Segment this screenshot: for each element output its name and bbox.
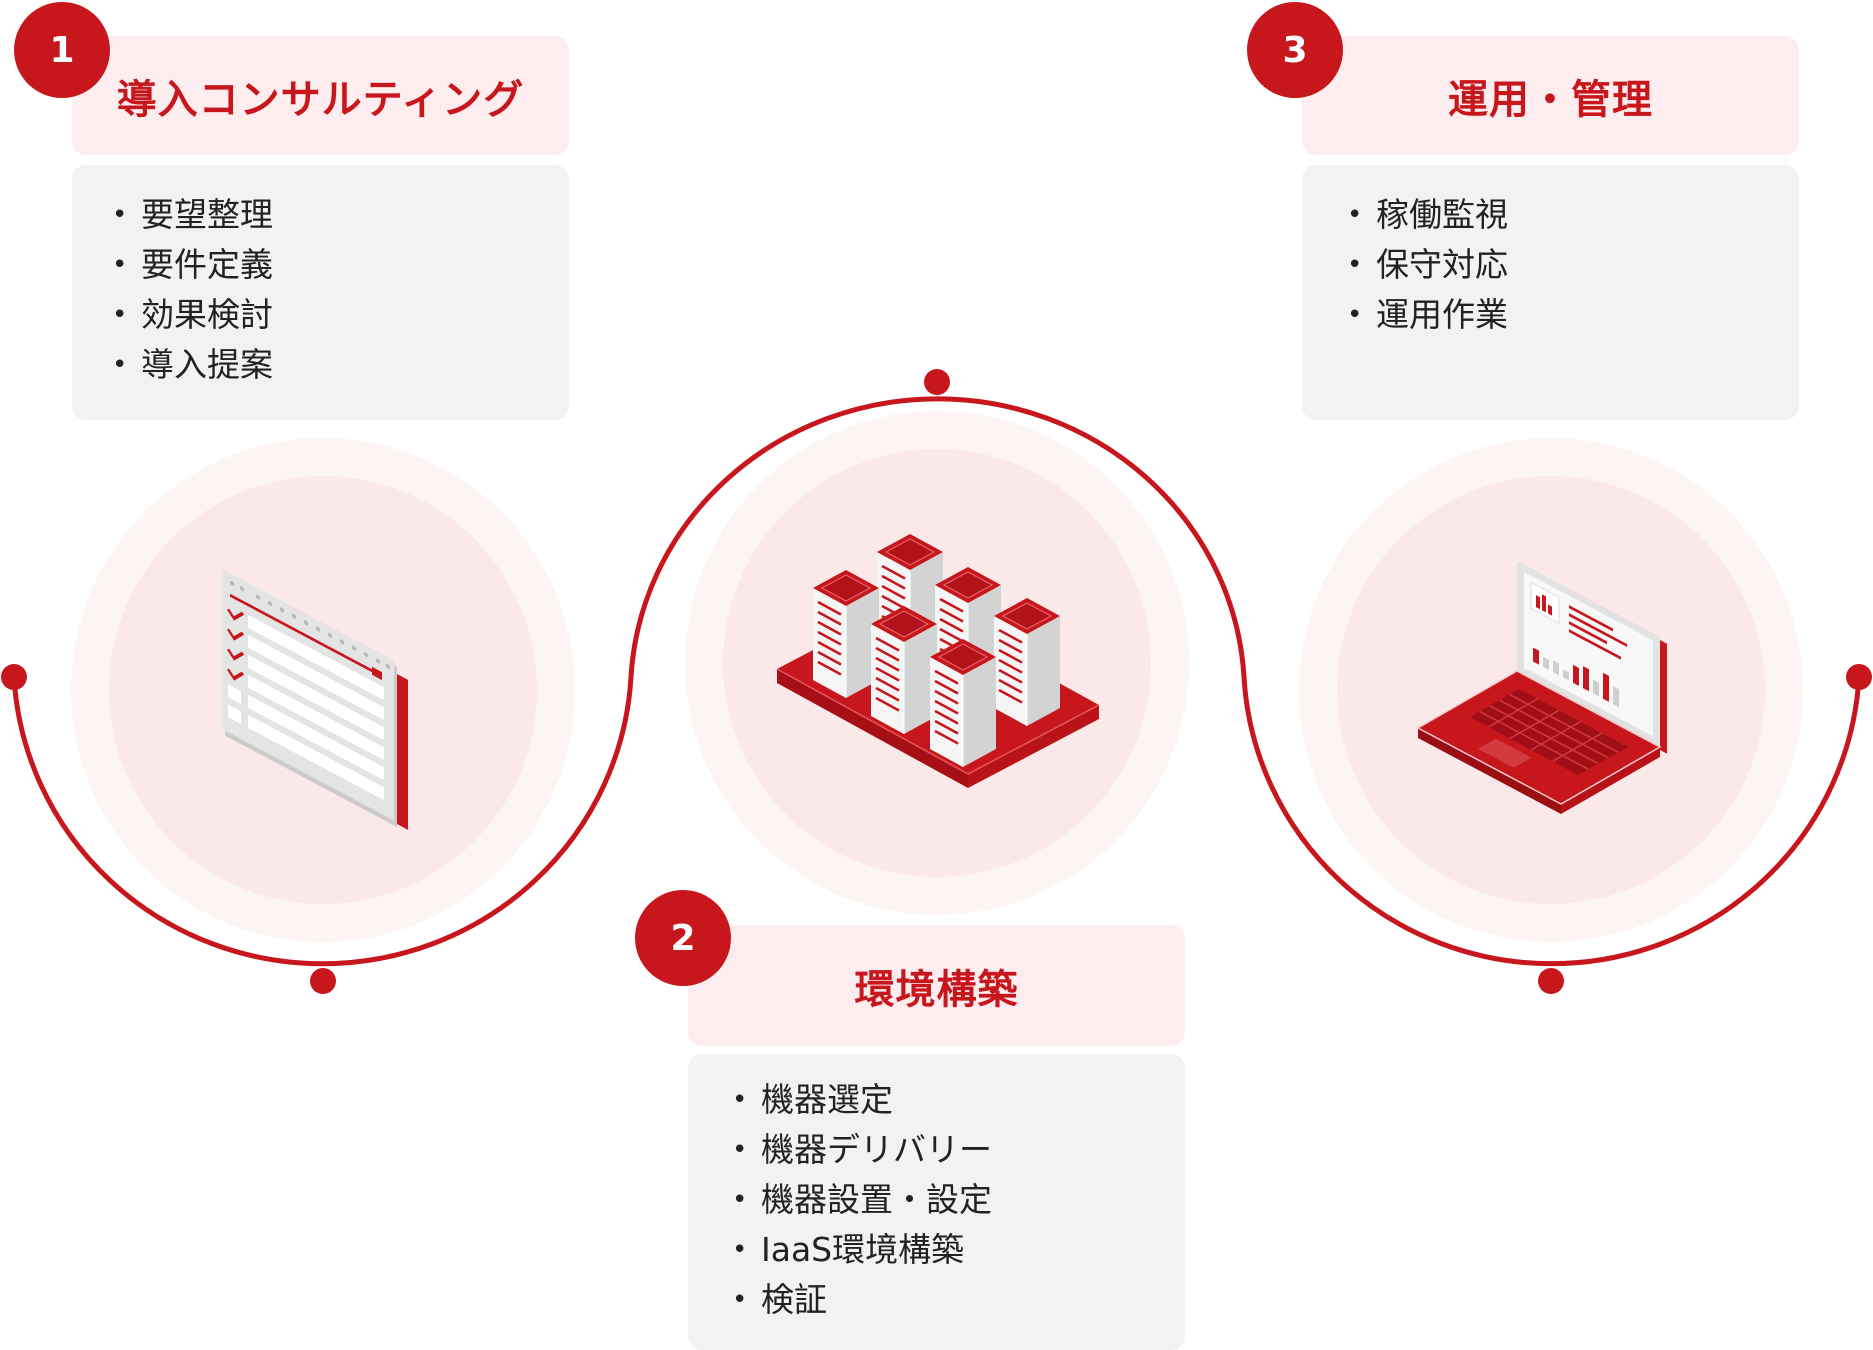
keyboard [1470, 689, 1628, 775]
task-item: 稼働監視 [1347, 190, 1799, 240]
step-task-list: 機器選定 機器デリバリー 機器設置・設定 IaaS環境構築 検証 [688, 1054, 1185, 1350]
laptop-base [1416, 670, 1662, 814]
task-item: IaaS環境構築 [732, 1225, 1185, 1275]
task-item: 導入提案 [112, 340, 569, 390]
task-item: 要件定義 [112, 240, 569, 290]
dashboard-chart-icon [1530, 581, 1560, 625]
server-unit [869, 604, 939, 736]
flow-node-dot [1846, 664, 1872, 690]
dashboard-bars [1533, 647, 1619, 708]
process-flow-curve [11, 396, 1862, 967]
document-header-line [230, 593, 372, 673]
dashboard-text-lines [1569, 605, 1627, 660]
flow-node-dot [310, 968, 336, 994]
step-title: 環境構築 [688, 925, 1185, 1046]
step-number-badge: 2 [635, 890, 731, 986]
task-item: 要望整理 [112, 190, 569, 240]
server-unit [928, 637, 998, 769]
checklist-rows [228, 614, 384, 801]
check-mark-icons [226, 608, 245, 681]
step-number-badge: 3 [1247, 2, 1343, 98]
checklist-document-icon [222, 569, 408, 830]
step-title: 導入コンサルティング [72, 36, 569, 155]
server-rack-icon [776, 532, 1100, 788]
task-item: 運用作業 [1347, 290, 1799, 340]
task-item: 機器設置・設定 [732, 1175, 1185, 1225]
binder-holes [229, 580, 391, 669]
trackpad [1477, 738, 1532, 768]
laptop-dashboard-icon [1416, 561, 1667, 814]
flow-node-dot [1, 664, 27, 690]
task-item: 検証 [732, 1275, 1185, 1325]
step-number-badge: 1 [14, 2, 110, 98]
step-title: 運用・管理 [1302, 36, 1799, 155]
flow-node-dot [924, 369, 950, 395]
flow-node-dot [1538, 968, 1564, 994]
server-unit [811, 568, 881, 700]
document-header-marker [372, 666, 382, 681]
task-item: 機器デリバリー [732, 1125, 1185, 1175]
server-unit [992, 596, 1062, 728]
keyboard-keys [1479, 693, 1619, 770]
laptop-screen [1517, 561, 1667, 754]
step-task-list: 要望整理 要件定義 効果検討 導入提案 [72, 165, 569, 420]
task-item: 効果検討 [112, 290, 569, 340]
step-task-list: 稼働監視 保守対応 運用作業 [1302, 165, 1799, 420]
task-item: 保守対応 [1347, 240, 1799, 290]
task-item: 機器選定 [732, 1075, 1185, 1125]
